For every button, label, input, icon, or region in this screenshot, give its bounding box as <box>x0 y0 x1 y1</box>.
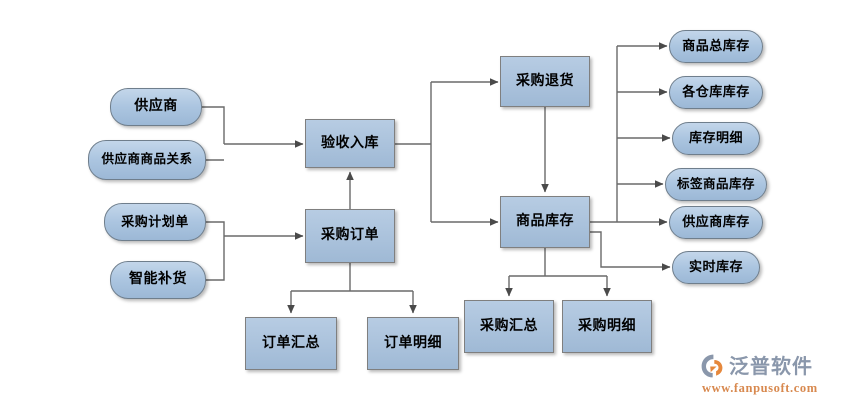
node-realtime-stock[interactable]: 实时库存 <box>672 251 760 284</box>
fanpu-logo-icon <box>701 354 723 377</box>
brand-url: www.fanpusoft.com <box>702 380 818 395</box>
node-total-stock[interactable]: 商品总库存 <box>669 30 763 63</box>
node-purchase-order[interactable]: 采购订单 <box>305 209 395 263</box>
node-supplier-stock[interactable]: 供应商库存 <box>669 206 763 239</box>
brand-watermark: 泛普软件 www.fanpusoft.com <box>700 350 836 398</box>
node-smart-restock[interactable]: 智能补货 <box>110 261 206 299</box>
edge-to-realtime-stock <box>590 231 671 271</box>
node-receiving[interactable]: 验收入库 <box>305 119 395 168</box>
brand-row: 泛普软件 <box>700 353 813 379</box>
edge-supplier-bus <box>202 106 225 144</box>
node-order-summary[interactable]: 订单汇总 <box>245 317 337 370</box>
edge-restock-bus <box>206 236 225 281</box>
node-purchase-detail[interactable]: 采购明细 <box>562 300 652 353</box>
node-stock-detail[interactable]: 库存明细 <box>672 122 760 155</box>
node-purchase-sum[interactable]: 采购汇总 <box>464 300 554 353</box>
node-goods-stock[interactable]: 商品库存 <box>500 196 590 248</box>
node-warehouse-stock[interactable]: 各仓库库存 <box>669 76 763 109</box>
node-purchase-return[interactable]: 采购退货 <box>500 56 590 107</box>
node-purchase-plan[interactable]: 采购计划单 <box>104 203 206 241</box>
brand-name: 泛普软件 <box>729 353 813 378</box>
node-supplier[interactable]: 供应商 <box>110 88 202 126</box>
node-label-stock[interactable]: 标签商品库存 <box>665 168 767 201</box>
edge-plan-bus <box>206 221 225 236</box>
node-order-detail[interactable]: 订单明细 <box>367 317 459 370</box>
node-supplier-goods[interactable]: 供应商商品关系 <box>88 140 206 180</box>
